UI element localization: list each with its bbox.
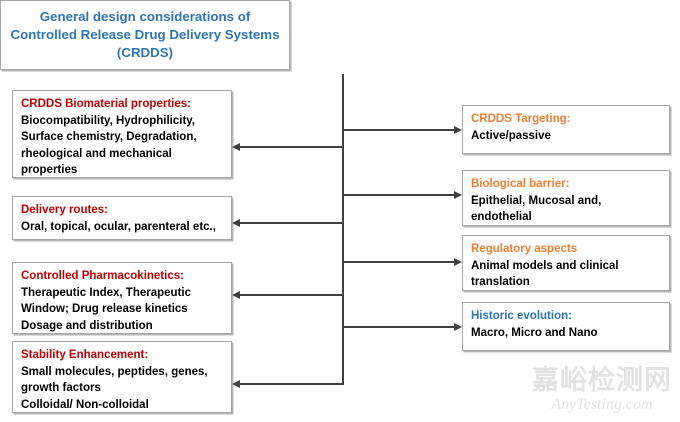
box-body: Epithelial, Mucosal and, endothelial xyxy=(471,194,602,224)
box-body: Macro, Micro and Nano xyxy=(471,326,598,339)
watermark-chinese: 嘉峪检测网 xyxy=(532,365,672,396)
connector-left-2 xyxy=(238,222,344,224)
box-heading: Controlled Pharmacokinetics: xyxy=(21,270,184,282)
arrowhead-left-4 xyxy=(232,379,240,388)
title-box: General design considerations of Control… xyxy=(0,0,290,70)
connector-right-4 xyxy=(342,326,456,328)
box-heading: CRDDS Biomaterial properties: xyxy=(21,98,191,110)
connector-right-2 xyxy=(342,194,456,196)
box-stability-enhancement: Stability Enhancement: Small molecules, … xyxy=(12,341,232,413)
arrowhead-right-3 xyxy=(454,257,462,266)
box-controlled-pharmacokinetics: Controlled Pharmacokinetics: Therapeutic… xyxy=(12,262,232,334)
box-crdds-biomaterial-properties: CRDDS Biomaterial properties: Biocompati… xyxy=(12,90,232,178)
box-body: Small molecules, peptides, genes, growth… xyxy=(21,365,208,411)
watermark-english: AnyTesting.com xyxy=(551,396,653,413)
box-heading: Biological barrier: xyxy=(471,178,570,190)
connector-left-4 xyxy=(238,383,344,385)
arrowhead-right-1 xyxy=(454,125,462,134)
box-biological-barrier: Biological barrier: Epithelial, Mucosal … xyxy=(462,170,670,226)
arrowhead-right-2 xyxy=(454,190,462,199)
box-body: Animal models and clinical translation xyxy=(471,259,619,289)
box-heading: CRDDS Targeting: xyxy=(471,113,571,125)
arrowhead-left-2 xyxy=(232,218,240,227)
box-historic-evolution: Historic evolution: Macro, Micro and Nan… xyxy=(462,302,670,351)
box-body: Biocompatibility, Hydrophilicity, Surfac… xyxy=(21,114,197,177)
arrowhead-right-4 xyxy=(454,322,462,331)
connector-left-3 xyxy=(238,294,344,296)
box-heading: Delivery routes: xyxy=(21,204,108,216)
watermark: 嘉峪检测网 AnyTesting.com xyxy=(532,366,672,414)
arrowhead-left-1 xyxy=(232,142,240,151)
box-body: Active/passive xyxy=(471,129,551,142)
box-heading: Regulatory aspects xyxy=(471,243,578,255)
title-text: General design considerations of Control… xyxy=(10,9,280,60)
box-delivery-routes: Delivery routes: Oral, topical, ocular, … xyxy=(12,196,232,240)
box-body: Therapeutic Index, Therapeutic Window; D… xyxy=(21,286,191,332)
box-heading: Historic evolution: xyxy=(471,310,572,322)
connector-left-1 xyxy=(238,146,344,148)
arrowhead-left-3 xyxy=(232,290,240,299)
box-heading: Stability Enhancement: xyxy=(21,349,149,361)
box-body: Oral, topical, ocular, parenteral etc., xyxy=(21,220,216,233)
box-regulatory-aspects: Regulatory aspects Animal models and cli… xyxy=(462,235,670,291)
box-crdds-targeting: CRDDS Targeting: Active/passive xyxy=(462,105,670,154)
connector-trunk-vertical xyxy=(342,74,344,385)
connector-right-1 xyxy=(342,129,456,131)
connector-right-3 xyxy=(342,261,456,263)
